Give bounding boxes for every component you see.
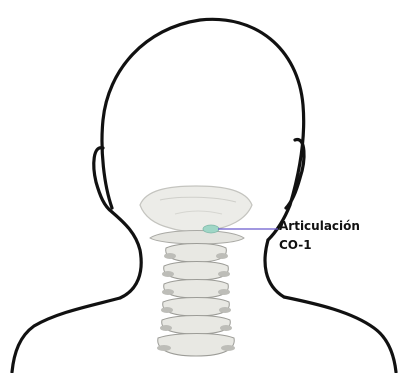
vertebra-c6: [162, 316, 231, 335]
co1-joint-highlight: [203, 225, 219, 233]
left-neck: [112, 212, 141, 298]
label-articulacion: Articulación: [279, 219, 360, 233]
left-shoulder: [12, 298, 120, 372]
vertebra-c4: [164, 280, 229, 299]
right-shoulder: [284, 297, 396, 372]
vertebra-c7: [158, 334, 234, 357]
label-co1: CO-1: [279, 238, 312, 252]
vertebra-c5: [163, 298, 230, 317]
vertebra-c3: [164, 262, 229, 281]
occipital-bone: [140, 186, 252, 231]
cervical-spine: [158, 244, 234, 357]
vertebra-c2: [166, 244, 227, 263]
